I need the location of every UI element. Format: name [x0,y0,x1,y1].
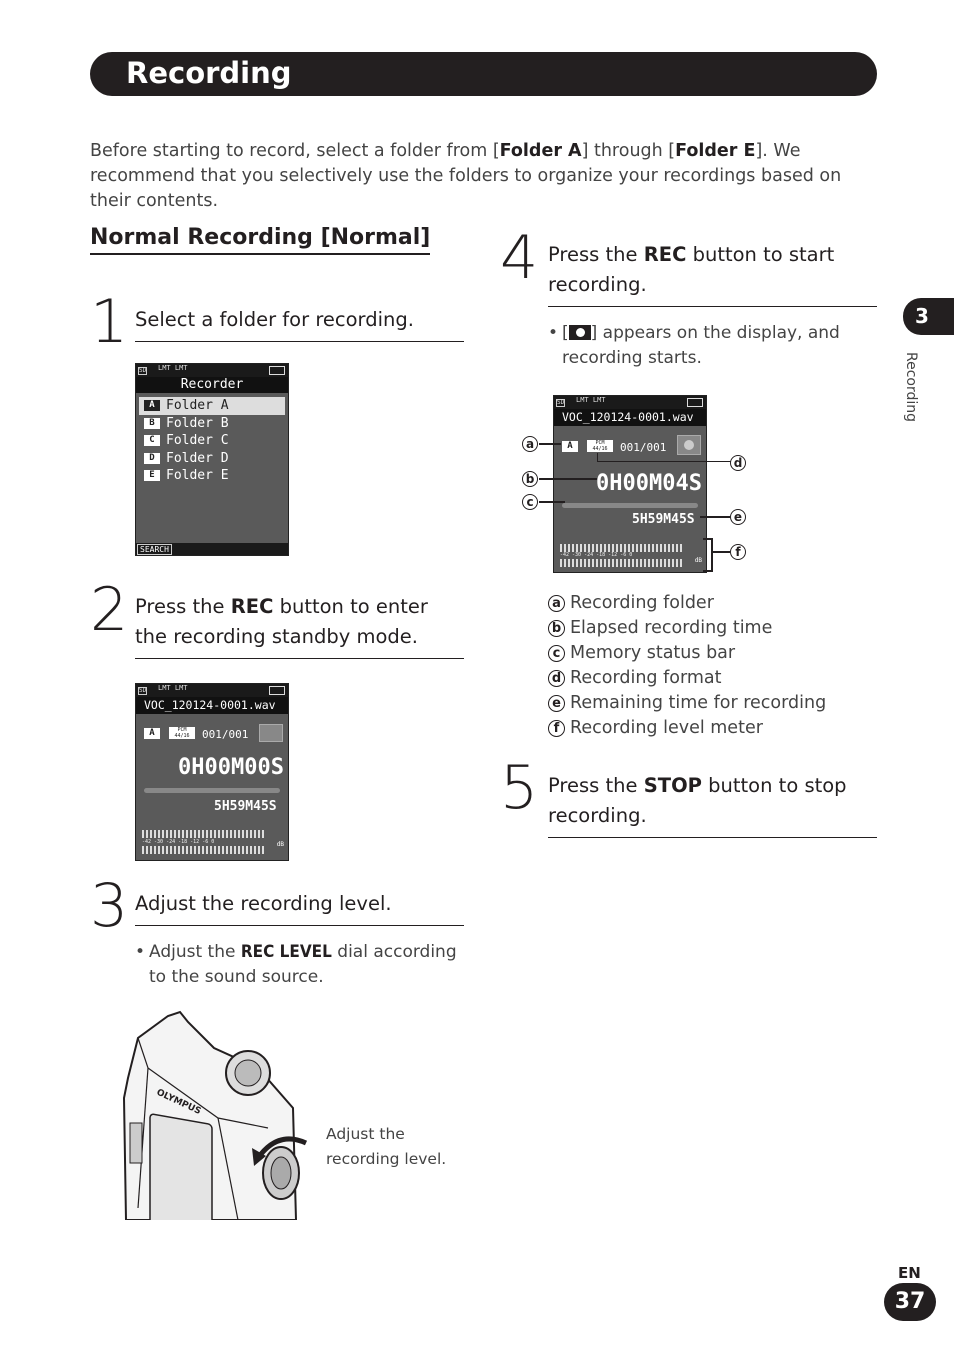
callout-c: c [522,494,538,510]
callout-line [539,501,565,503]
battery-icon [269,366,285,375]
step-3-bullet: • Adjust the REC LEVEL dial according to… [135,942,457,987]
battery-icon [269,686,285,695]
screen-title: Recorder [136,377,288,393]
folder-icon: C [144,435,160,446]
callout-line [539,443,561,445]
db-label: dB [694,557,702,564]
folder-icon: B [144,417,160,429]
level-meter-right [560,559,684,567]
battery-icon [687,398,703,407]
chapter-side-label: Recording [903,352,919,423]
folder-icon: A [144,728,160,739]
memory-status-bar [144,788,280,793]
elapsed-time: 0H00M04S [596,471,702,496]
recorder-device-illustration: OLYMPUS [122,1010,308,1220]
meter-bracket [703,538,713,572]
remaining-time: 5H59M45S [632,512,695,527]
status-bar: SD LMT LMT [554,396,706,409]
meter-scale: -42 -30 -24 -18 -12 -6 0 [142,839,215,845]
level-meter-right [142,846,266,854]
step-4-text: Press the REC button to start recording. [548,240,877,307]
rec-level-dial [262,1146,300,1200]
screen-standby: SD LMT LMT VOC_120124-0001.wav A PCM 44/… [135,683,289,861]
folder-icon: D [144,452,160,464]
callout-a: a [522,436,538,452]
folder-icon: A [144,400,160,411]
step-2-text: Press the REC button to enter the record… [135,592,464,659]
db-label: dB [276,841,284,848]
step-1-number: 1 [90,287,129,357]
chapter-tab: 3 [903,298,954,335]
standby-icon [259,724,283,742]
intro-paragraph: Before starting to record, select a fold… [90,141,842,211]
device-caption: Adjust the recording level. [326,1125,447,1168]
callout-d: d [730,455,746,471]
callout-line [700,516,730,518]
step-4-number: 4 [500,223,539,293]
page-number: 37 [884,1283,936,1321]
screen-recording: SD LMT LMT VOC_120124-0001.wav A PCM 44/… [553,395,707,573]
screen-footer: SEARCH [136,543,288,555]
callout-line [713,551,730,553]
step-3-number: 3 [90,871,129,941]
device-screen [149,1113,213,1220]
memory-status-bar [562,503,698,508]
level-meter-left [560,544,684,552]
elapsed-time: 0H00M00S [178,755,284,780]
folder-e-term: Folder E [675,141,756,161]
callout-b: b [522,471,538,487]
callout-line [539,478,597,480]
recording-icon [677,435,701,455]
status-bar: SD LMT LMT [136,684,288,697]
section-title: Normal Recording [Normal] [90,225,431,255]
step-4-bullet: • [] appears on the display, and recordi… [548,323,840,368]
file-name: VOC_120124-0001.wav [554,409,706,426]
file-count: 001/001 [620,441,667,454]
callout-f: f [730,544,746,560]
page-title: Recording [126,56,292,90]
callout-line [597,453,731,462]
file-count: 001/001 [202,728,249,741]
step-5-number: 5 [500,753,539,823]
callout-e: e [730,509,746,525]
file-name: VOC_120124-0001.wav [136,697,288,714]
record-icon [568,325,591,340]
search-label: SEARCH [137,544,172,555]
format-badge: PCM 44/16 [169,727,195,739]
status-bar: SD LMT LMT [136,364,288,377]
meter-scale: -42 -30 -24 -18 -12 -6 0 [560,552,633,558]
step-3-text: Adjust the recording level. [135,889,464,926]
remaining-time: 5H59M45S [214,799,277,814]
language-label: EN [898,1264,921,1282]
step-2-number: 2 [90,575,129,645]
step-1-text: Select a folder for recording. [135,305,464,342]
level-meter-left [142,830,266,838]
chapter-banner: Recording [90,52,877,96]
step-5-text: Press the STOP button to stop recording. [548,771,877,838]
format-badge: PCM 44/16 [587,440,613,452]
folder-icon: E [144,470,160,481]
folder-a-term: Folder A [499,141,582,161]
folder-icon: A [562,441,578,452]
